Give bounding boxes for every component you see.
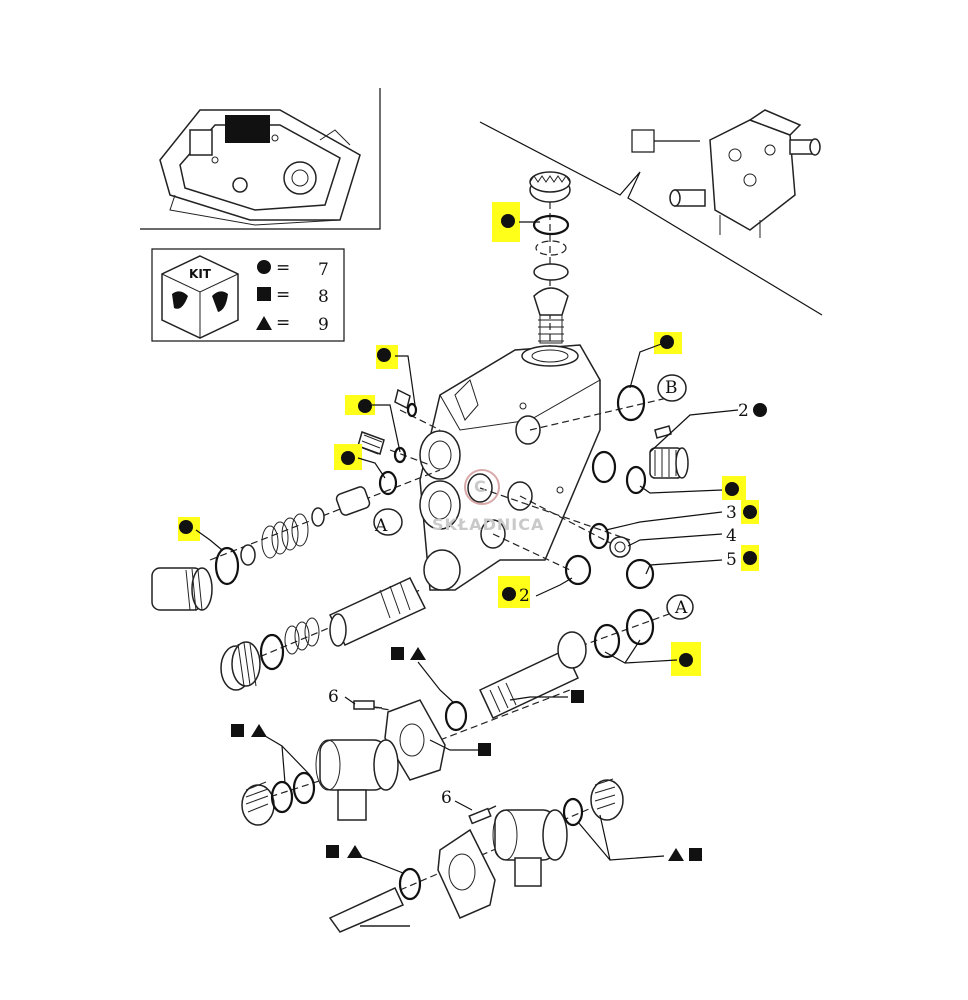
svg-text:=: = bbox=[276, 285, 290, 305]
inset-valve-assembly bbox=[479, 109, 823, 316]
part-number-4: 4 bbox=[726, 526, 737, 546]
circle-icon bbox=[679, 653, 693, 667]
kit-box-icon: KIT bbox=[161, 255, 239, 339]
top-stack bbox=[529, 171, 571, 350]
circle-icon bbox=[179, 520, 193, 534]
legend-row-circle: = 7 bbox=[257, 258, 329, 280]
circle-icon bbox=[377, 348, 391, 362]
part-number-2: 2 bbox=[519, 586, 530, 606]
part-number-3: 3 bbox=[726, 503, 737, 523]
square-icon bbox=[231, 724, 244, 737]
part-number-6: 6 bbox=[441, 788, 452, 808]
part-number-5: 5 bbox=[726, 550, 737, 570]
circle-icon bbox=[743, 505, 757, 519]
legend-row-triangle: = 9 bbox=[256, 313, 329, 335]
left-upper-spool-parts bbox=[151, 388, 418, 612]
watermark-text: SKŁADNICA bbox=[432, 515, 544, 534]
svg-text:=: = bbox=[276, 258, 290, 278]
svg-text:9: 9 bbox=[318, 315, 329, 335]
triangle-icon bbox=[256, 316, 272, 330]
bottom-cap-assembly bbox=[328, 778, 624, 933]
square-icon bbox=[391, 647, 404, 660]
svg-text:=: = bbox=[276, 313, 290, 333]
circle-icon bbox=[502, 587, 516, 601]
square-icon bbox=[257, 287, 271, 301]
svg-text:8: 8 bbox=[318, 287, 329, 307]
circle-icon bbox=[725, 482, 739, 496]
triangle-icon bbox=[347, 845, 363, 858]
square-icon bbox=[689, 848, 702, 861]
circle-icon bbox=[660, 335, 674, 349]
left-cap-assembly bbox=[241, 739, 399, 826]
kit-legend: KIT = 7 = 8 = 9 bbox=[151, 248, 345, 342]
leader-lines bbox=[195, 221, 739, 874]
ref-label-a: A bbox=[674, 598, 688, 618]
callout-labels: B A A 2 3 4 5 2 6 6 bbox=[328, 378, 749, 808]
circle-icon bbox=[341, 451, 355, 465]
circle-icon bbox=[501, 214, 515, 228]
part-number-2: 2 bbox=[738, 401, 749, 421]
triangle-icon bbox=[251, 724, 267, 737]
circle-icon bbox=[753, 403, 767, 417]
circle-icon bbox=[257, 260, 271, 274]
valve-body bbox=[419, 344, 601, 591]
kit-label: KIT bbox=[189, 267, 212, 281]
triangle-icon bbox=[410, 647, 426, 660]
square-icon bbox=[478, 743, 491, 756]
legend-row-square: = 8 bbox=[257, 285, 329, 307]
circle-icon bbox=[743, 551, 757, 565]
circle-icon bbox=[358, 399, 372, 413]
shaft-assembly bbox=[353, 608, 655, 781]
ref-label-b: B bbox=[665, 378, 678, 398]
triangle-icon bbox=[668, 848, 684, 861]
callout-symbols bbox=[179, 214, 767, 861]
right-side-parts bbox=[373, 374, 694, 620]
inset-housing-thumbnail bbox=[140, 88, 381, 230]
left-lower-spool-parts bbox=[220, 577, 427, 691]
square-icon bbox=[326, 845, 339, 858]
svg-text:7: 7 bbox=[318, 260, 329, 280]
ref-label-a: A bbox=[374, 516, 388, 536]
square-icon bbox=[571, 690, 584, 703]
svg-text:C: C bbox=[474, 477, 487, 496]
watermark-logo: C SKŁADNICA bbox=[432, 469, 544, 534]
part-number-6: 6 bbox=[328, 687, 339, 707]
